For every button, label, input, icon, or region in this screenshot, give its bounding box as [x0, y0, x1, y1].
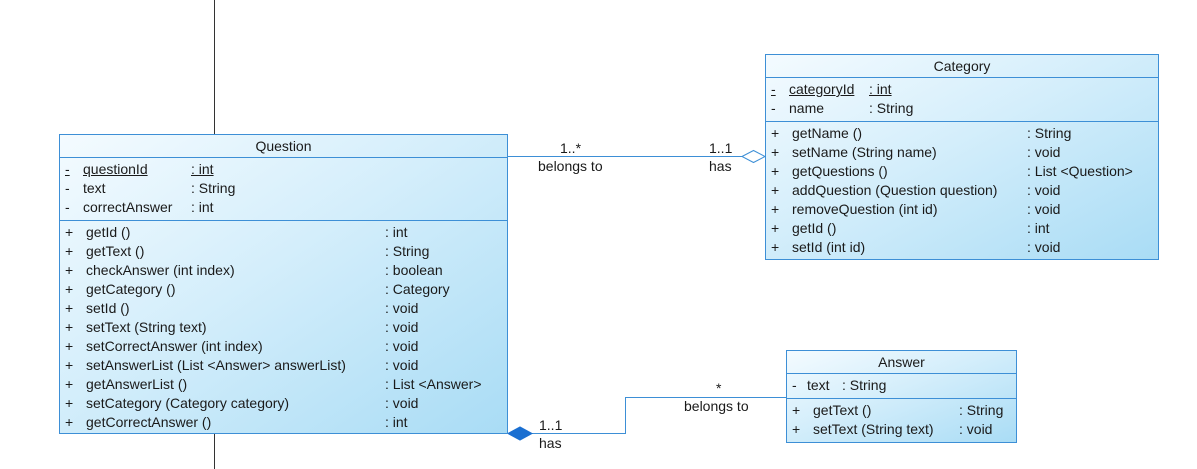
answer-attributes: -text: String	[787, 374, 1016, 399]
category-class-name: Category	[766, 55, 1158, 78]
category-class[interactable]: Category -categoryId: int -name: String …	[765, 54, 1159, 260]
question-answer-association-line[interactable]	[532, 397, 786, 434]
operation-row[interactable]: +addQuestion (Question question): void	[771, 182, 1061, 198]
operation-row[interactable]: +getId (): int	[65, 224, 408, 240]
operation-row[interactable]: +setCategory (Category category): void	[65, 395, 419, 411]
operation-row[interactable]: +getText (): String	[792, 402, 1004, 418]
question-category-multiplicity-question: 1..*	[560, 140, 582, 156]
operation-row[interactable]: +getCorrectAnswer (): int	[65, 414, 408, 430]
attribute-row[interactable]: -text: String	[792, 377, 887, 393]
answer-class[interactable]: Answer -text: String +getText (): String…	[786, 350, 1017, 443]
operation-row[interactable]: +setName (String name): void	[771, 144, 1061, 160]
operation-row[interactable]: +getAnswerList (): List <Answer>	[65, 376, 482, 392]
operation-row[interactable]: +getCategory (): Category	[65, 281, 450, 297]
question-answer-role-question: has	[539, 435, 562, 451]
question-operations: +getId (): int +getText (): String +chec…	[60, 221, 507, 435]
question-category-multiplicity-category: 1..1	[709, 140, 733, 156]
composition-diamond-icon	[506, 426, 534, 441]
question-class[interactable]: Question -questionId: int -text: String …	[59, 134, 508, 434]
attribute-row[interactable]: -categoryId: int	[771, 81, 892, 97]
answer-class-name: Answer	[787, 351, 1016, 374]
question-category-role-category: has	[709, 158, 732, 174]
operation-row[interactable]: +setId (): void	[65, 300, 419, 316]
question-class-name: Question	[60, 135, 507, 158]
question-answer-role-answer: belongs to	[684, 398, 749, 414]
attribute-row[interactable]: -name: String	[771, 100, 914, 116]
answer-operations: +getText (): String +setText (String tex…	[787, 399, 1016, 442]
operation-row[interactable]: +getId (): int	[771, 220, 1050, 236]
question-attributes: -questionId: int -text: String -correctA…	[60, 158, 507, 221]
operation-row[interactable]: +getQuestions (): List <Question>	[771, 163, 1133, 179]
operation-row[interactable]: +getText (): String	[65, 243, 430, 259]
operation-row[interactable]: +getName (): String	[771, 125, 1072, 141]
operation-row[interactable]: +setText (String text): void	[65, 319, 419, 335]
question-category-role-question: belongs to	[538, 158, 603, 174]
attribute-row[interactable]: -questionId: int	[65, 161, 214, 177]
attribute-row[interactable]: -text: String	[65, 180, 236, 196]
operation-row[interactable]: +setText (String text): void	[792, 421, 993, 437]
aggregation-diamond-icon	[740, 149, 767, 164]
question-answer-multiplicity-answer: *	[716, 380, 722, 396]
category-operations: +getName (): String +setName (String nam…	[766, 122, 1158, 260]
question-answer-multiplicity-question: 1..1	[539, 417, 563, 433]
category-attributes: -categoryId: int -name: String	[766, 78, 1158, 122]
operation-row[interactable]: +checkAnswer (int index): boolean	[65, 262, 443, 278]
operation-row[interactable]: +setCorrectAnswer (int index): void	[65, 338, 419, 354]
operation-row[interactable]: +setId (int id): void	[771, 239, 1061, 255]
attribute-row[interactable]: -correctAnswer: int	[65, 199, 214, 215]
operation-row[interactable]: +setAnswerList (List <Answer> answerList…	[65, 357, 419, 373]
operation-row[interactable]: +removeQuestion (int id): void	[771, 201, 1061, 217]
